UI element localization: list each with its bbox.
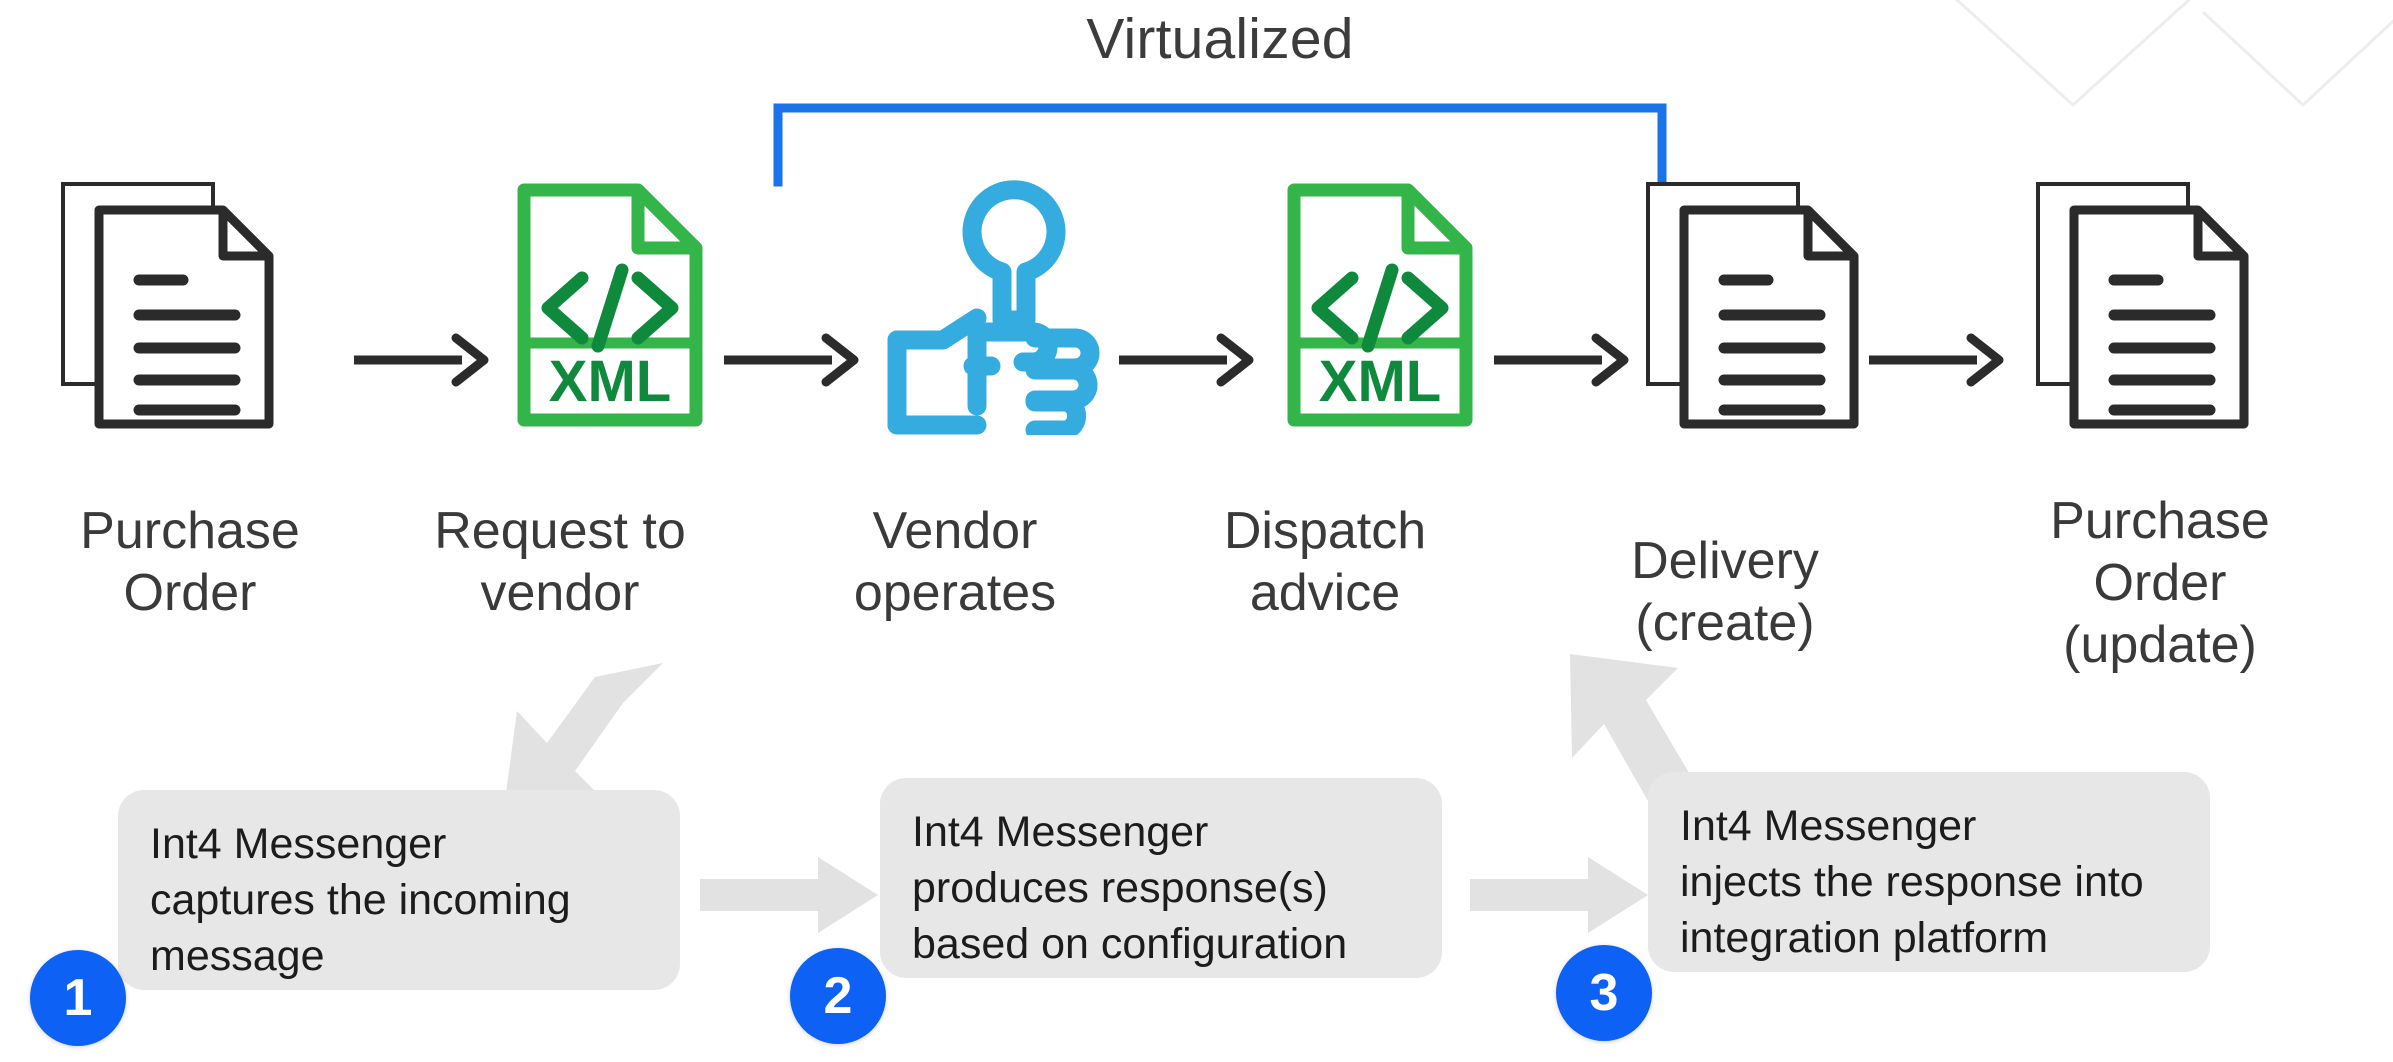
step-box-2: Int4 Messenger produces response(s) base… xyxy=(880,778,1442,978)
node-icon-purchase-order xyxy=(20,180,320,440)
node-icon-request-to-vendor: XML xyxy=(460,180,760,440)
step-box-2-text: Int4 Messenger produces response(s) base… xyxy=(912,808,1348,968)
xml-file-icon: XML xyxy=(517,183,703,427)
step-box-1: Int4 Messenger captures the incoming mes… xyxy=(118,790,680,990)
flow-arrow-3 xyxy=(1119,333,1254,387)
step-number-2: 2 xyxy=(790,948,886,1044)
documents-icon xyxy=(2036,182,2249,429)
node-icon-purchase-order-update xyxy=(1995,180,2295,440)
documents-icon xyxy=(61,182,274,429)
flow-arrow-4 xyxy=(1494,333,1629,387)
flow-arrow-5 xyxy=(1869,333,2004,387)
node-icon-dispatch-advice: XML xyxy=(1230,180,1530,440)
decorative-chevrons xyxy=(1954,0,2393,108)
virtualized-bracket xyxy=(773,103,1667,187)
step-number-1: 1 xyxy=(30,950,126,1046)
step-box-3: Int4 Messenger injects the response into… xyxy=(1648,772,2210,972)
hand-wrench-icon xyxy=(887,180,1100,435)
virtualized-label: Virtualized xyxy=(1086,7,1354,71)
node-icon-delivery-create xyxy=(1605,180,1905,440)
gray-arrow-step1-to-step2 xyxy=(700,857,878,933)
step-box-3-text: Int4 Messenger injects the response into… xyxy=(1680,802,2144,962)
flow-arrow-2 xyxy=(724,333,859,387)
node-label-purchase-order: Purchase Order xyxy=(80,502,300,622)
node-label-purchase-order-update: Purchase Order (update) xyxy=(2050,492,2270,674)
gray-arrow-step2-to-step3 xyxy=(1470,857,1648,933)
xml-file-icon: XML xyxy=(1287,183,1473,427)
node-icon-vendor-operates xyxy=(840,180,1140,440)
flow-arrow-1 xyxy=(354,333,489,387)
xml-file-label: XML xyxy=(1319,349,1441,414)
xml-file-label: XML xyxy=(549,349,671,414)
node-label-request-to-vendor: Request to vendor xyxy=(434,502,686,622)
step-box-1-text: Int4 Messenger captures the incoming mes… xyxy=(150,820,571,980)
node-label-dispatch-advice: Dispatch advice xyxy=(1223,502,1427,622)
node-label-delivery-create: Delivery (create) xyxy=(1631,532,1819,652)
documents-icon xyxy=(1646,182,1859,429)
step-number-3: 3 xyxy=(1556,945,1652,1041)
gray-arrow-down-to-step1 xyxy=(503,663,663,815)
node-label-vendor-operates: Vendor operates xyxy=(853,502,1057,622)
